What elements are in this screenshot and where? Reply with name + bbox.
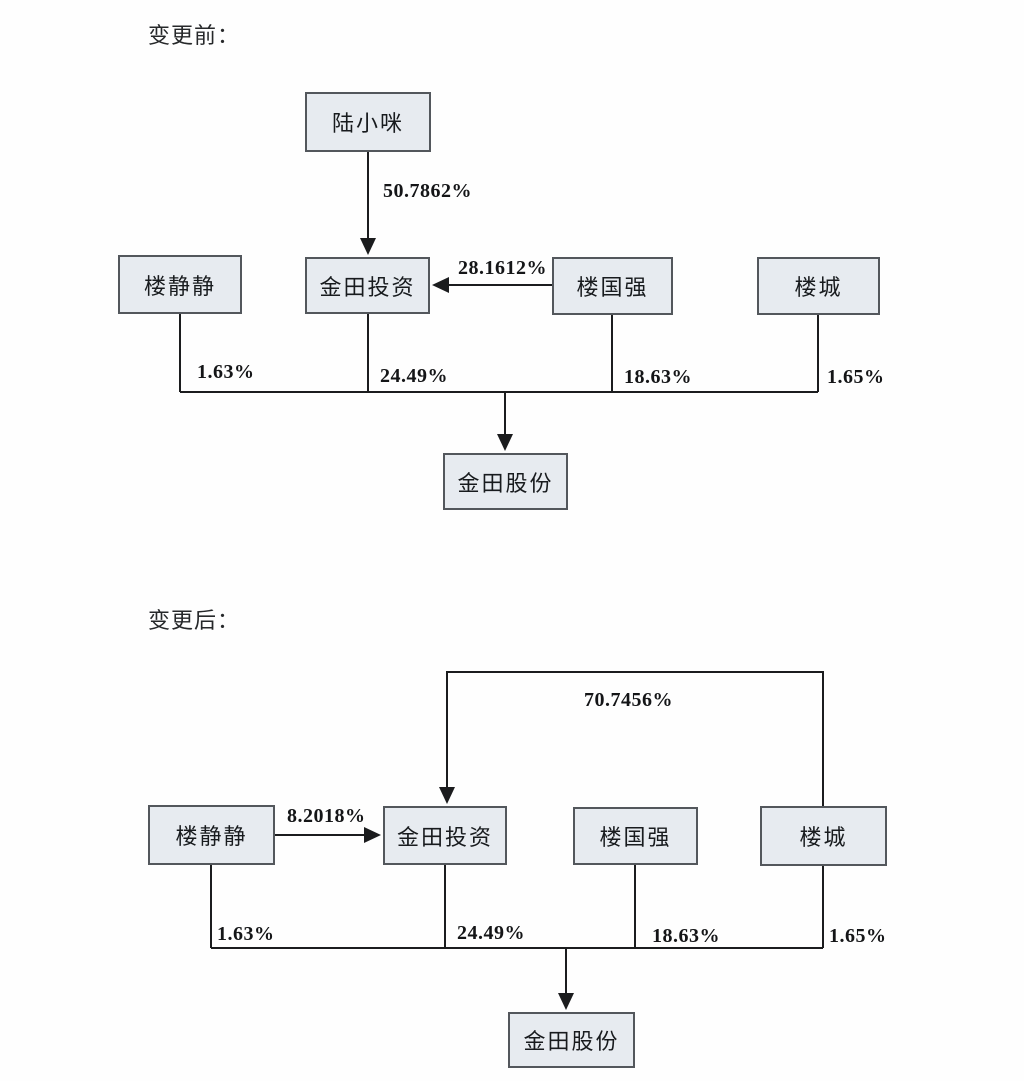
pct-jintou-share-after: 24.49% (457, 922, 525, 944)
node-lou-jingjing-after: 楼静静 (148, 805, 275, 865)
node-lou-jingjing-before: 楼静静 (118, 255, 242, 314)
after-heading: 变更后： (148, 608, 241, 633)
node-lou-guoqiang-after: 楼国强 (573, 807, 698, 865)
pct-louguoqiang-share-after: 18.63% (652, 925, 720, 947)
node-jintian-shares-before: 金田股份 (443, 453, 568, 510)
pct-jintou-share-before: 24.49% (380, 365, 448, 387)
node-jintian-investment-after: 金田投资 (383, 806, 507, 865)
pct-loujingjing-share-after: 1.63% (217, 923, 275, 945)
pct-loucheng-share-before: 1.65% (827, 366, 885, 388)
node-lou-cheng-after: 楼城 (760, 806, 887, 866)
pct-loucheng-share-after: 1.65% (829, 925, 887, 947)
pct-loujingjing-jintou: 8.2018% (287, 805, 366, 827)
pct-louguoqiang-share-before: 18.63% (624, 366, 692, 388)
pct-loucheng-jintou: 70.7456% (584, 689, 673, 711)
node-jintian-shares-after: 金田股份 (508, 1012, 635, 1068)
node-lou-cheng-before: 楼城 (757, 257, 880, 315)
pct-loujingjing-share-before: 1.63% (197, 361, 255, 383)
pct-lu-xiaomi-jintou: 50.7862% (383, 180, 472, 202)
node-lu-xiaomi-before: 陆小咪 (305, 92, 431, 152)
before-heading: 变更前： (148, 23, 241, 48)
node-lou-guoqiang-before: 楼国强 (552, 257, 673, 315)
pct-louguoqiang-jintou: 28.1612% (458, 257, 547, 279)
node-jintian-investment-before: 金田投资 (305, 257, 430, 314)
